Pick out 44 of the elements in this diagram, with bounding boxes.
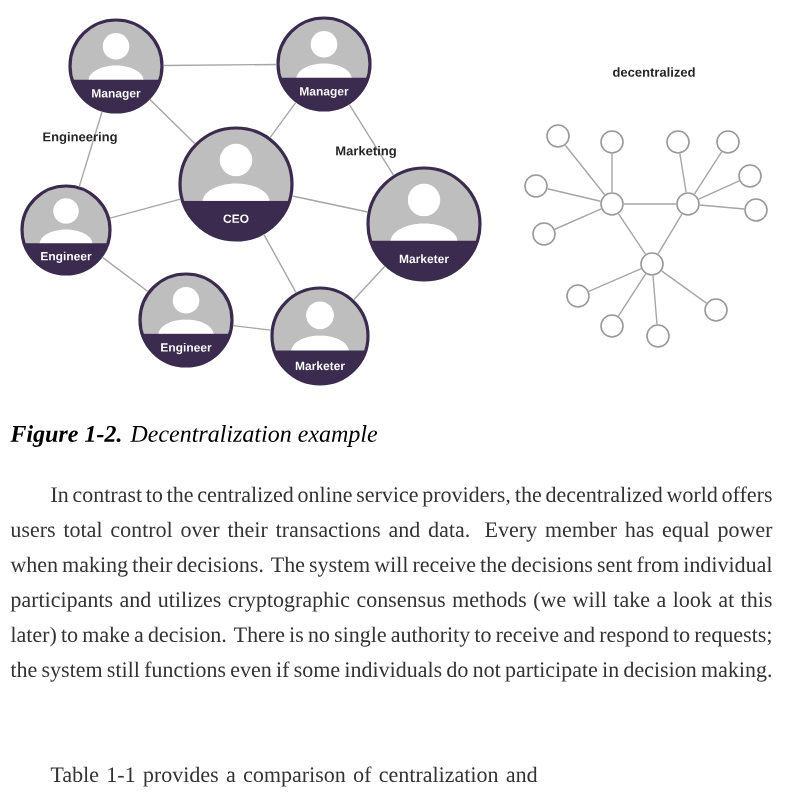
connector-line	[109, 198, 182, 219]
connector-line	[617, 273, 647, 317]
circle-node	[546, 124, 570, 148]
circle-node	[716, 130, 740, 154]
circle-node	[666, 130, 690, 154]
circle-node	[600, 192, 624, 216]
connector-line	[149, 98, 196, 145]
circle-node	[524, 174, 548, 198]
connector-line	[657, 213, 683, 255]
circle-node	[704, 298, 728, 322]
connector-line	[660, 270, 708, 304]
connector-line	[652, 275, 658, 325]
connector-line	[611, 153, 613, 193]
circle-node	[532, 222, 556, 246]
connector-line	[78, 110, 103, 188]
circle-node	[646, 324, 670, 348]
figure-caption: Figure 1-2. Decentralization example	[10, 425, 378, 447]
connector-line	[679, 152, 687, 194]
connector-line	[693, 151, 723, 195]
connector-line	[554, 208, 602, 230]
connector-line	[269, 101, 297, 139]
circle-node	[744, 198, 768, 222]
connector-line	[623, 203, 677, 205]
connector-line	[617, 213, 647, 255]
connector-line	[101, 256, 149, 293]
connector-line	[232, 324, 272, 331]
connector-line	[698, 180, 740, 200]
circle-node	[566, 284, 590, 308]
circle-node	[676, 192, 700, 216]
connector-line	[546, 188, 602, 202]
body-paragraph: Table 1-1 provides a comparison of centralization and	[50, 766, 538, 787]
connector-line	[564, 144, 606, 196]
circle-node	[738, 164, 762, 188]
connector-line	[353, 265, 386, 301]
body-paragraph: In contrast to the centralized online service providers, the decentralized world offers users total control over their transactions and data. Every member has equal power when making their decisions. The system will receive the decisions sent from individual participants and utilizes cryptographic consensus methods (we will take a look at this later) to make a decision. There is no single authority to receive and respond to requests; the system still functions even if some individuals do not participate in decision making.	[10, 486, 773, 682]
connector-line	[699, 204, 745, 210]
circle-node	[600, 314, 624, 338]
connector-line	[588, 268, 642, 293]
circle-node	[600, 130, 624, 154]
connector-line	[291, 195, 369, 213]
connector-line	[263, 233, 297, 294]
circle-node	[640, 252, 664, 276]
connector-line	[162, 63, 278, 67]
connector-line	[348, 103, 395, 176]
